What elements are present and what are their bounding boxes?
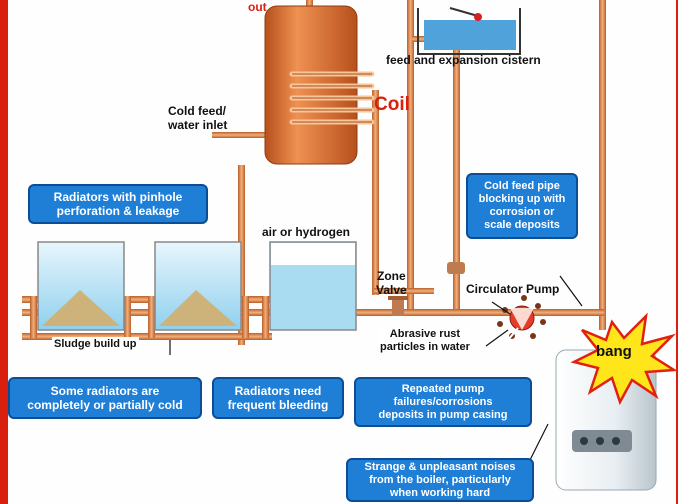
float-ball [474,13,482,21]
out-label: out [248,0,267,14]
zone-valve [388,296,408,316]
zone-valve-label: Zone Valve [376,269,407,297]
feed-expansion-cistern [417,7,521,55]
air-hydrogen-label: air or hydrogen [262,225,351,239]
callout-pointers [169,275,583,461]
pipe-cold-feed-inlet [212,132,272,138]
pipe-cistern-link [412,36,430,42]
radiator-1 [37,241,125,331]
sludge-label: Sludge build up [52,337,139,351]
abrasive-rust-label: Abrasive rust particles in water [380,328,470,354]
partially-cold-callout: Some radiators are completely or partial… [8,377,202,419]
boiler [555,349,657,491]
radiator-connectors [30,296,269,338]
pump-failures-callout: Repeated pump failures/corrosions deposi… [354,377,532,427]
pipe-vertical-mid [453,20,460,310]
pipe-radiator-2-in [120,296,160,303]
sludge-pile-1 [42,290,120,326]
sludge-pile-2 [159,290,237,326]
frequent-bleeding-callout: Radiators need frequent bleeding [212,377,344,419]
cistern-label: feed and expansion cistern [386,53,541,67]
hot-water-cylinder [264,5,375,165]
pipe-radiator-3-in [236,296,276,303]
trapped-air-gap [271,243,355,265]
pinhole-callout: Radiators with pinhole perforation & lea… [28,184,208,224]
pipe-zone-valve-link [374,288,434,294]
radiator-3 [269,241,357,331]
cold-feed-valve [447,262,465,274]
bang-starburst [570,312,678,406]
boiler-noises-callout: Strange & unpleasant noises from the boi… [346,458,534,502]
bang-label: bang [596,343,632,360]
coil-label: Coil [374,94,410,115]
circulator-pump [497,295,546,339]
pipe-vertical-right [599,0,606,330]
pipe-vertical-cistern [407,0,414,310]
cold-feed-pipe-callout: Cold feed pipe blocking up with corrosio… [466,173,578,239]
radiator-2 [154,241,242,331]
cold-feed-inlet-label: Cold feed/ water inlet [168,104,228,132]
pipe-return-main [22,333,272,340]
pipe-out-stub [306,0,313,10]
pipe-vertical-cylinder-return [372,90,379,295]
circulator-pump-label: Circulator Pump [466,282,560,296]
float-arm [449,7,479,17]
